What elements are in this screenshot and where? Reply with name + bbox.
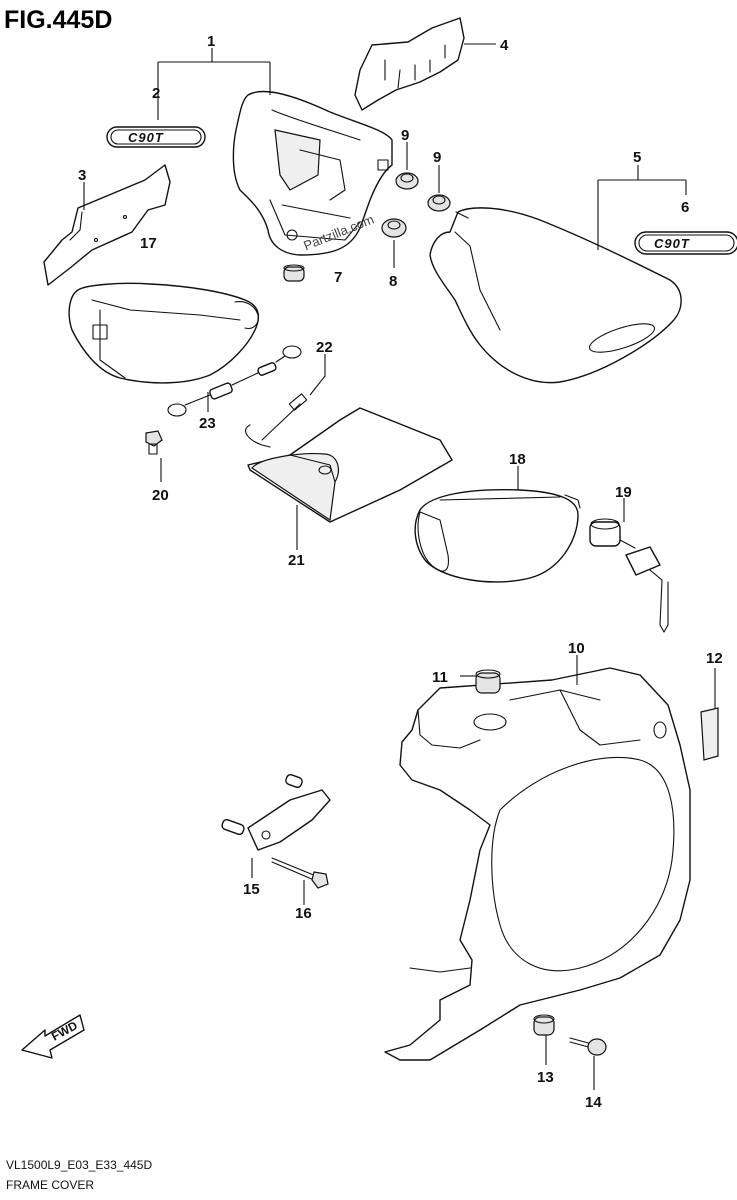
part-22-wrench: [245, 393, 308, 448]
part-8-grommet: [381, 218, 407, 238]
callout-11: 11: [432, 669, 448, 686]
part-2-emblem: C90T: [106, 126, 206, 148]
callout-2: 2: [152, 85, 160, 102]
callout-4: 4: [500, 37, 509, 54]
part-13-grommet: [533, 1014, 555, 1036]
part-14-bolt: [569, 1037, 607, 1056]
part-18-lamp: [414, 488, 581, 583]
model-code: VL1500L9_E03_E33_445D: [6, 1158, 152, 1172]
callout-10: 10: [568, 640, 585, 657]
callout-19: 19: [615, 484, 632, 501]
part-23-cable: [167, 345, 302, 417]
callout-12: 12: [706, 650, 723, 667]
part-9-grommet-b: [427, 194, 451, 212]
part-1-frame-cover-upper: [232, 90, 393, 256]
emblem-text-right: C90T: [654, 236, 690, 251]
part-4-heat-shield: [354, 17, 465, 111]
part-11-cushion: [475, 669, 501, 694]
callout-5: 5: [633, 149, 641, 166]
callout-21: 21: [288, 552, 305, 569]
part-19-lock-key: [589, 518, 669, 633]
callout-numbers: 1 2 3 4 5 6 7 8 9 9 10 11 12 13 14 15 16…: [78, 33, 723, 1111]
callout-9-a: 9: [401, 127, 409, 144]
callout-14: 14: [585, 1094, 602, 1111]
callout-3: 3: [78, 167, 86, 184]
callout-1: 1: [207, 33, 215, 50]
callout-16: 16: [295, 905, 312, 922]
part-5-frame-cover-right: [429, 207, 682, 384]
part-10-frame-cover-lower: [384, 667, 691, 1061]
callout-7: 7: [334, 269, 342, 286]
part-7-cushion: [283, 264, 305, 282]
part-tool-holder: [68, 282, 260, 384]
callout-13: 13: [537, 1069, 554, 1086]
callout-6: 6: [681, 199, 689, 216]
callout-18: 18: [509, 451, 526, 468]
callout-8: 8: [389, 273, 397, 290]
callout-22: 22: [316, 339, 333, 356]
callout-15: 15: [243, 881, 260, 898]
figure-title: FIG.445D: [4, 6, 112, 34]
callout-23: 23: [199, 415, 216, 432]
part-16-bolt: [271, 857, 329, 889]
callout-17: 17: [140, 235, 157, 252]
part-15-bracket: [221, 773, 331, 851]
part-3-insulator: [43, 164, 171, 286]
fwd-direction-arrow: FWD: [21, 1014, 85, 1059]
callout-9-b: 9: [433, 149, 441, 166]
part-12-label: [700, 707, 719, 761]
emblem-text-left: C90T: [128, 130, 164, 145]
callout-20: 20: [152, 487, 169, 504]
figure-name: FRAME COVER: [6, 1178, 94, 1192]
part-9-grommet-a: [395, 172, 419, 190]
part-20-bolt: [145, 430, 163, 455]
part-21-tool-bag: [247, 407, 453, 523]
part-6-emblem: C90T: [634, 231, 737, 255]
leader-lines: [83, 43, 716, 1090]
